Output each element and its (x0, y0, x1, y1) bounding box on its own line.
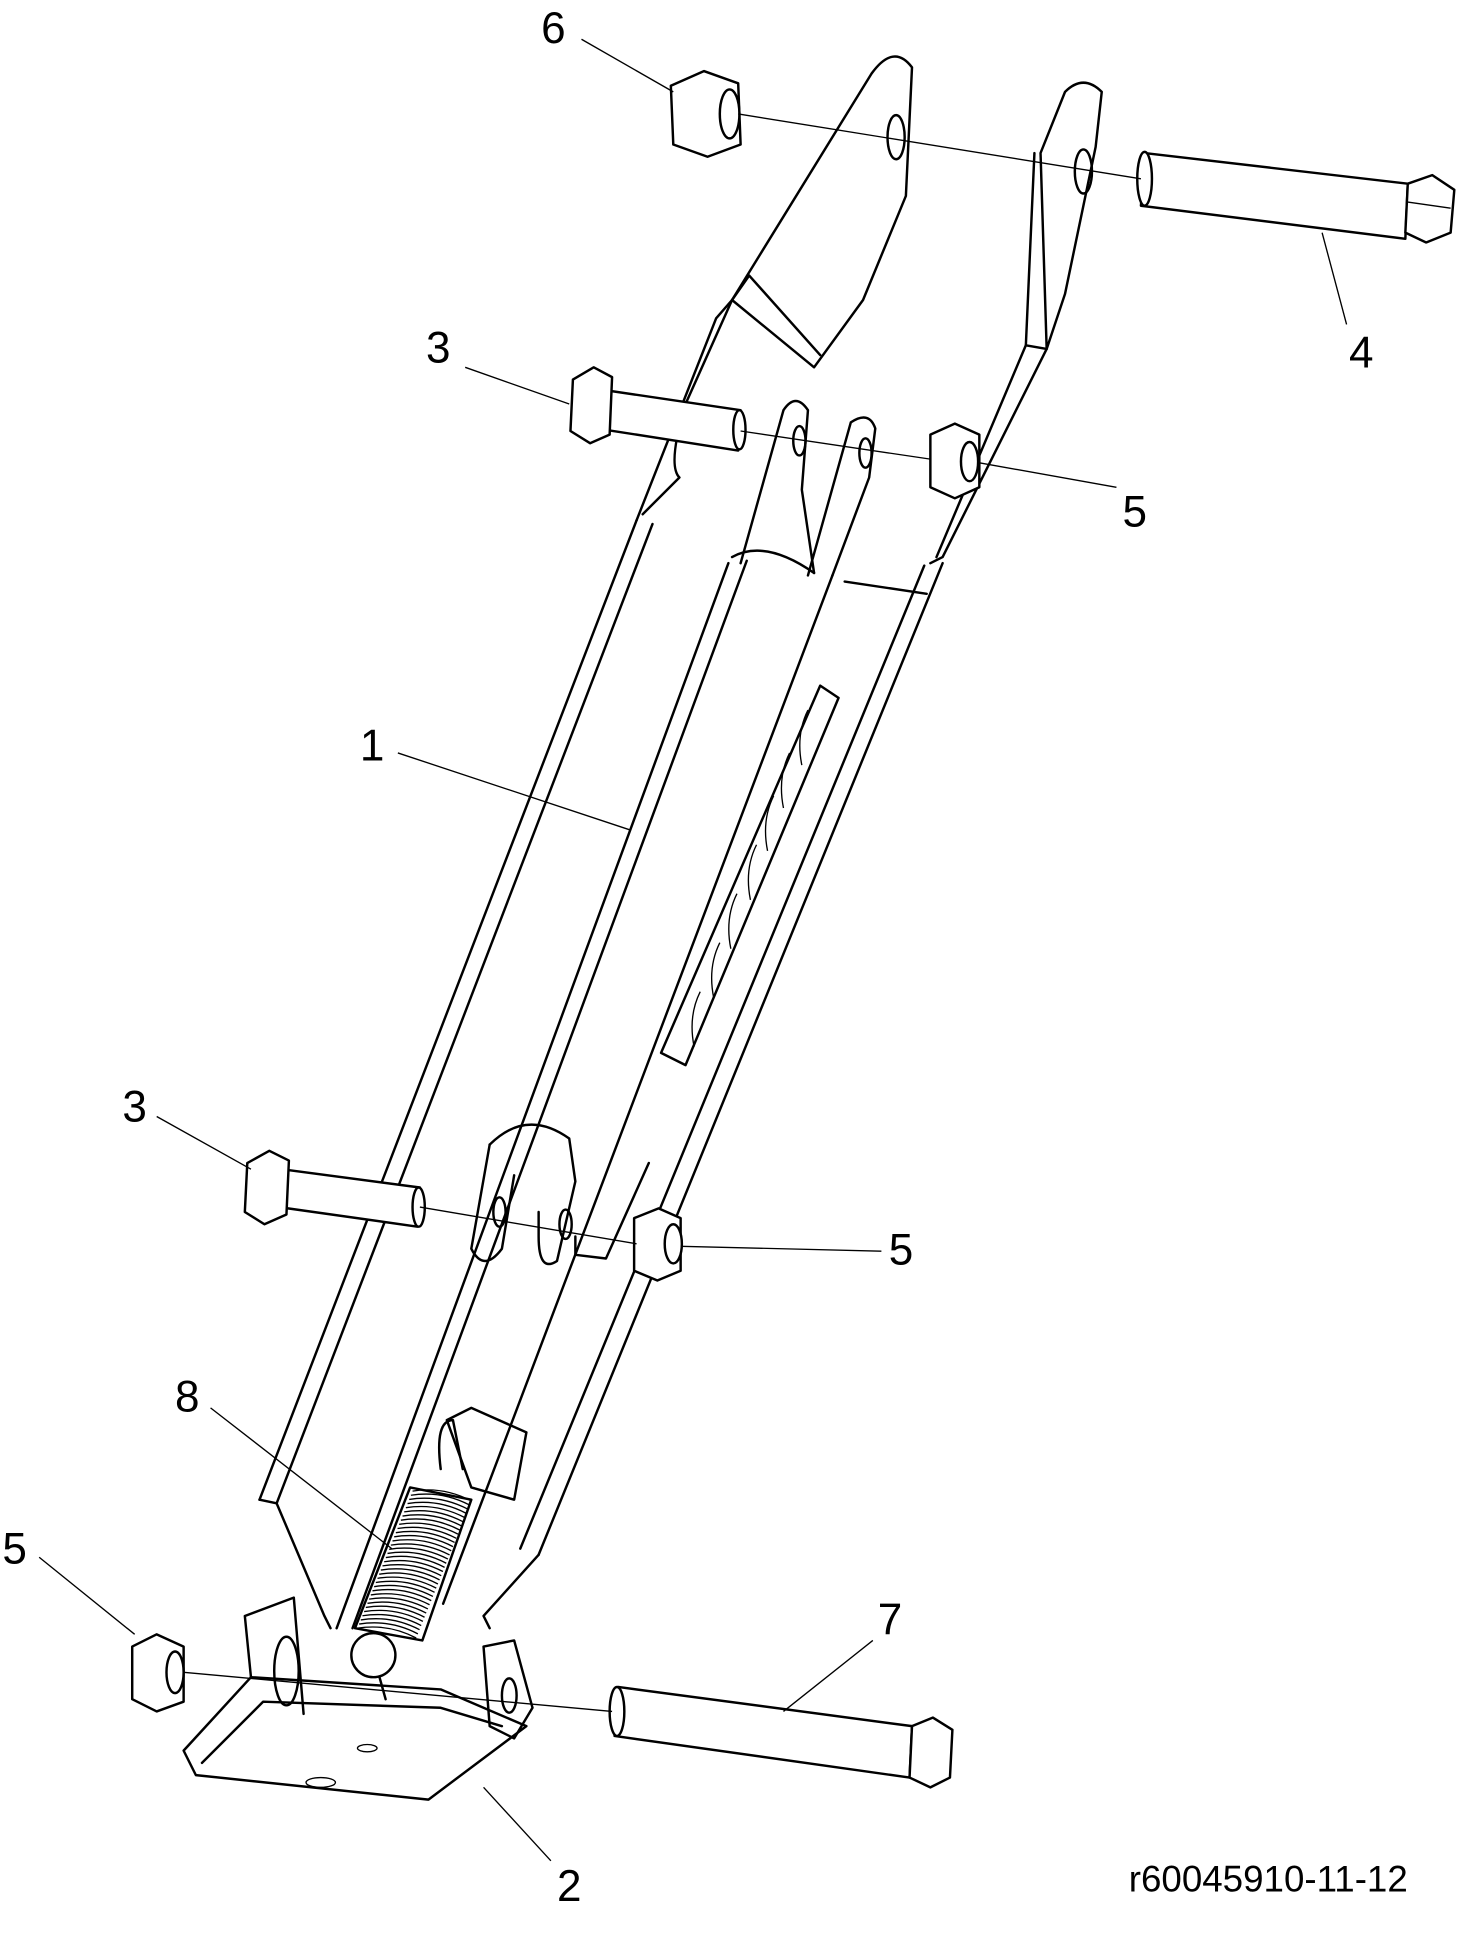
bolt-4 (1136, 150, 1456, 244)
callout-1: 1 (360, 721, 385, 770)
callout-2: 2 (557, 1862, 582, 1911)
spring-coil (397, 1526, 457, 1539)
adjustment-rack (659, 684, 840, 1067)
spring-coil (409, 1497, 469, 1510)
spring-coil (370, 1593, 430, 1606)
clevis (470, 1123, 651, 1266)
frame-assembly (182, 55, 1103, 1801)
spring-coil (405, 1505, 465, 1519)
nut-5-middle (632, 1207, 684, 1282)
callout-7: 7 (878, 1595, 903, 1644)
spring-coil (357, 1626, 417, 1639)
spring-coil (367, 1601, 427, 1614)
callout-8: 8 (175, 1373, 200, 1422)
reference-code: r60045910-11-12 (1129, 1858, 1408, 1899)
spring-coil (387, 1551, 447, 1564)
callout-3-lower: 3 (122, 1082, 147, 1131)
nut-5-upper (929, 422, 981, 500)
spring-coil (369, 1597, 429, 1610)
spring-coil (394, 1534, 454, 1548)
spring-coil (402, 1514, 462, 1527)
callouts: 6 3 4 5 1 3 5 8 5 7 2 (2, 4, 1373, 1911)
spring-coil (380, 1568, 440, 1581)
spring-coil (399, 1522, 459, 1535)
spring-coil (360, 1618, 420, 1631)
bolt-3-upper (569, 366, 747, 452)
callout-5-upper: 5 (1123, 487, 1148, 536)
spring-coil (390, 1543, 450, 1556)
spring-coil (359, 1622, 419, 1635)
spring-coil (389, 1547, 449, 1560)
spring-coil (375, 1580, 435, 1593)
spring-coil (372, 1588, 432, 1602)
spring-coil (377, 1576, 437, 1589)
spring-coil (374, 1584, 434, 1598)
spring-coil (400, 1518, 460, 1531)
spring-coil (385, 1555, 445, 1568)
callout-5-lower: 5 (2, 1524, 27, 1573)
callout-3-upper: 3 (426, 323, 451, 372)
spring-coil (407, 1501, 467, 1514)
assembly-axis-lines (183, 113, 1142, 1713)
callout-5-middle: 5 (889, 1226, 914, 1275)
spring-coil (382, 1563, 442, 1577)
spring-coil (404, 1509, 464, 1523)
bolt-3-lower (243, 1149, 427, 1228)
callout-6: 6 (541, 4, 566, 53)
spring-coil (384, 1559, 444, 1573)
callout-4: 4 (1349, 328, 1374, 377)
spring-coil (410, 1493, 470, 1506)
nut-6 (669, 69, 742, 158)
leader-lines (38, 38, 1348, 1862)
spring-coil (392, 1539, 452, 1552)
spring-coil (412, 1489, 472, 1502)
spring-coil (379, 1572, 439, 1585)
spring-coil (364, 1609, 424, 1622)
spring (350, 1486, 473, 1701)
spring-coil (365, 1605, 425, 1618)
spring-coil (395, 1530, 455, 1544)
bottom-bracket (182, 1596, 534, 1801)
nut-5-lower (130, 1633, 185, 1713)
spring-coil (362, 1613, 422, 1627)
bolt-7 (608, 1685, 954, 1789)
